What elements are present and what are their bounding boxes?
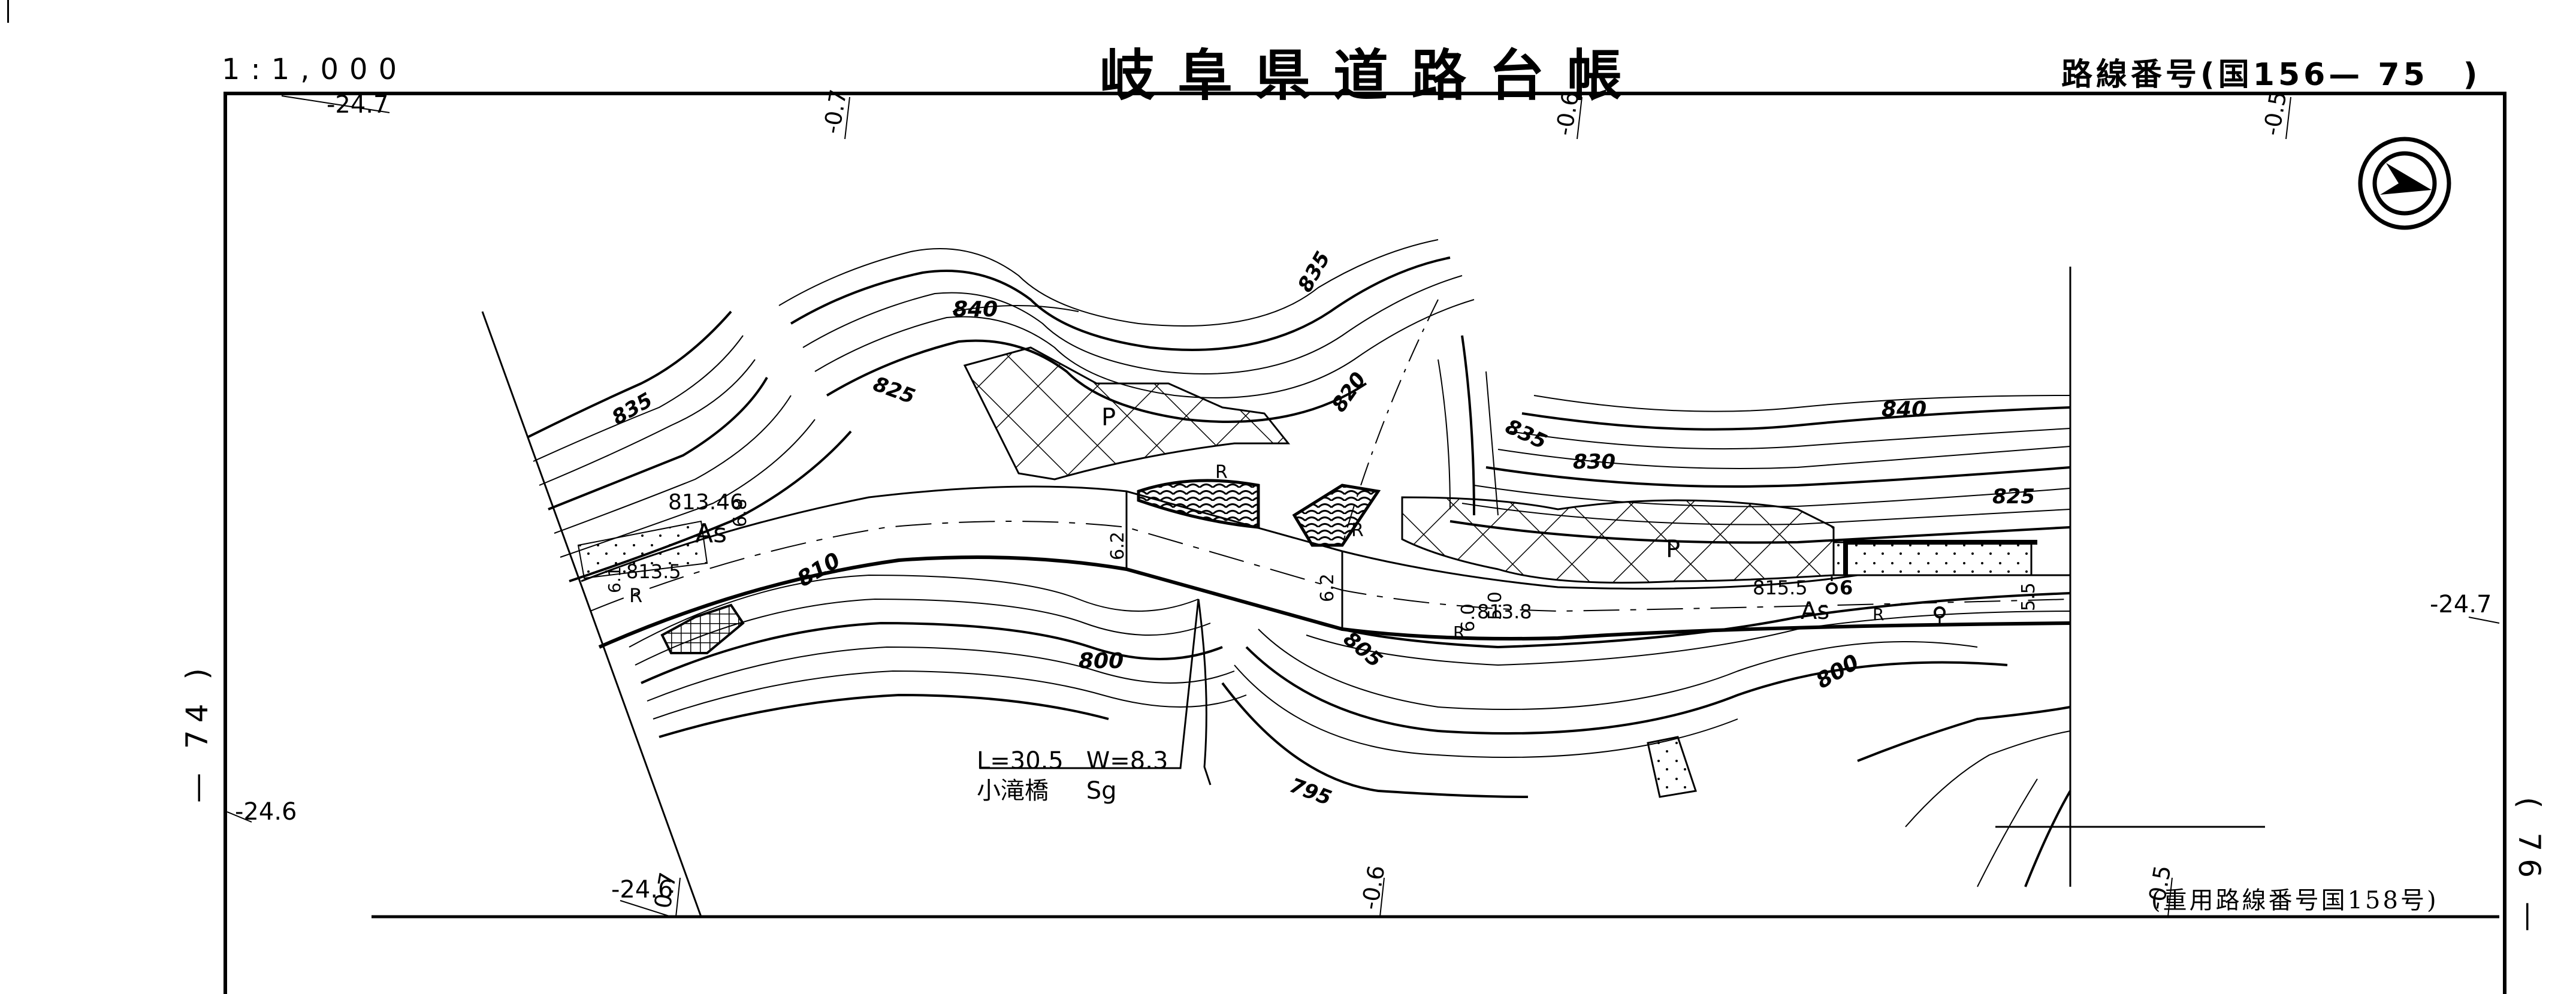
contour-label: 820	[1327, 368, 1371, 416]
grid-label-bottom: -0.5	[2143, 863, 2176, 912]
pole-label: 6	[1840, 576, 1853, 599]
contour-label: 840	[953, 297, 998, 322]
width-label: 6.2	[1317, 573, 1338, 602]
survey-boundary-left	[481, 311, 702, 917]
grid-label-bottom: -24.6	[611, 876, 674, 904]
grid-label-top: -24.7	[327, 91, 389, 119]
retaining-wall-label: R	[1873, 605, 1884, 624]
width-label: 6.0	[1458, 603, 1479, 632]
contour-label: 830	[1573, 450, 1615, 474]
grid-label-bottom: 0.7	[650, 870, 682, 910]
utility-pole-icon	[1934, 606, 1946, 623]
grid-label-right: -24.7	[2430, 591, 2492, 618]
width-label: 6.2	[1107, 531, 1128, 560]
pitching-label: P	[1101, 404, 1116, 431]
gabion-area	[660, 603, 745, 654]
north-arrow-icon	[2358, 137, 2451, 230]
scale-label: 1:1,000	[222, 53, 408, 86]
elevation-label: 813.46	[668, 490, 744, 515]
sidewalk-area	[1832, 541, 2033, 576]
elevation-label: 813.5	[626, 560, 681, 583]
elevation-label: 815.5	[1753, 576, 1808, 599]
bridge-width: W=8.3	[1086, 747, 1168, 775]
width-label: 5.0	[1485, 591, 1506, 620]
retaining-wall-R2	[1292, 484, 1381, 547]
width-label: 6.8	[730, 498, 751, 527]
bridge-name: 小滝橋	[977, 777, 1049, 805]
contour-label: 835	[1502, 415, 1550, 454]
bridge-type: Sg	[1086, 777, 1117, 805]
shared-route-note: (重用路線番号国158号)	[2151, 887, 2439, 914]
grid-label-top: -0.7	[819, 87, 852, 136]
contour-label: 795	[1287, 774, 1334, 811]
contour-label: 840	[1882, 397, 1926, 422]
retaining-wall-label: R	[629, 584, 642, 607]
retaining-wall-label: R	[1351, 520, 1364, 541]
utility-pole-icon	[1826, 576, 1838, 594]
page-title: 岐阜県道路台帳	[1100, 44, 1645, 108]
contours-lower	[629, 574, 2071, 887]
contour-label: 825	[870, 372, 918, 409]
road-surface-label: As	[1801, 597, 1829, 625]
elevation-label: 813.8	[1477, 600, 1532, 623]
edge-mark	[7, 0, 9, 23]
road-map: -24.7 -0.7 -0.6 -0.5 -24.6 -24.7 -24.6 0…	[227, 87, 2500, 919]
culvert	[1647, 736, 1697, 798]
contour-label: 825	[1992, 485, 2035, 509]
bridge-info: L=30.5 W=8.3 小滝橋 Sg	[977, 746, 1168, 806]
slope-protection-area	[963, 346, 1291, 481]
retaining-wall-label: R	[1453, 623, 1464, 642]
retaining-wall-R	[1137, 479, 1260, 529]
contour-label: 800	[1812, 650, 1864, 694]
map-frame	[224, 92, 2506, 994]
grid-label-bottom: -0.6	[1357, 863, 1390, 912]
bridge-length: L=30.5	[977, 747, 1064, 775]
slope-protection-area-2	[1401, 496, 1835, 584]
width-label: 6.1	[605, 566, 624, 593]
dotted-area	[577, 520, 708, 579]
route-number: 路線番号(国156— 75 )	[2061, 57, 2481, 93]
road	[581, 299, 2071, 785]
contour-label: 810	[793, 548, 845, 592]
contour-label: 835	[1293, 247, 1335, 296]
retaining-wall-label: R	[1215, 462, 1228, 483]
contour-label: 800	[1079, 649, 1124, 673]
bridge-leader	[980, 599, 1200, 769]
grid-label-left: -24.6	[235, 798, 297, 826]
grid-ticks	[227, 95, 2500, 917]
road-surface-label: As	[695, 518, 727, 549]
width-label: 5.5	[2018, 582, 2039, 611]
grid-label-top: -0.6	[1551, 89, 1584, 138]
pitching-label: P	[1666, 536, 1680, 563]
